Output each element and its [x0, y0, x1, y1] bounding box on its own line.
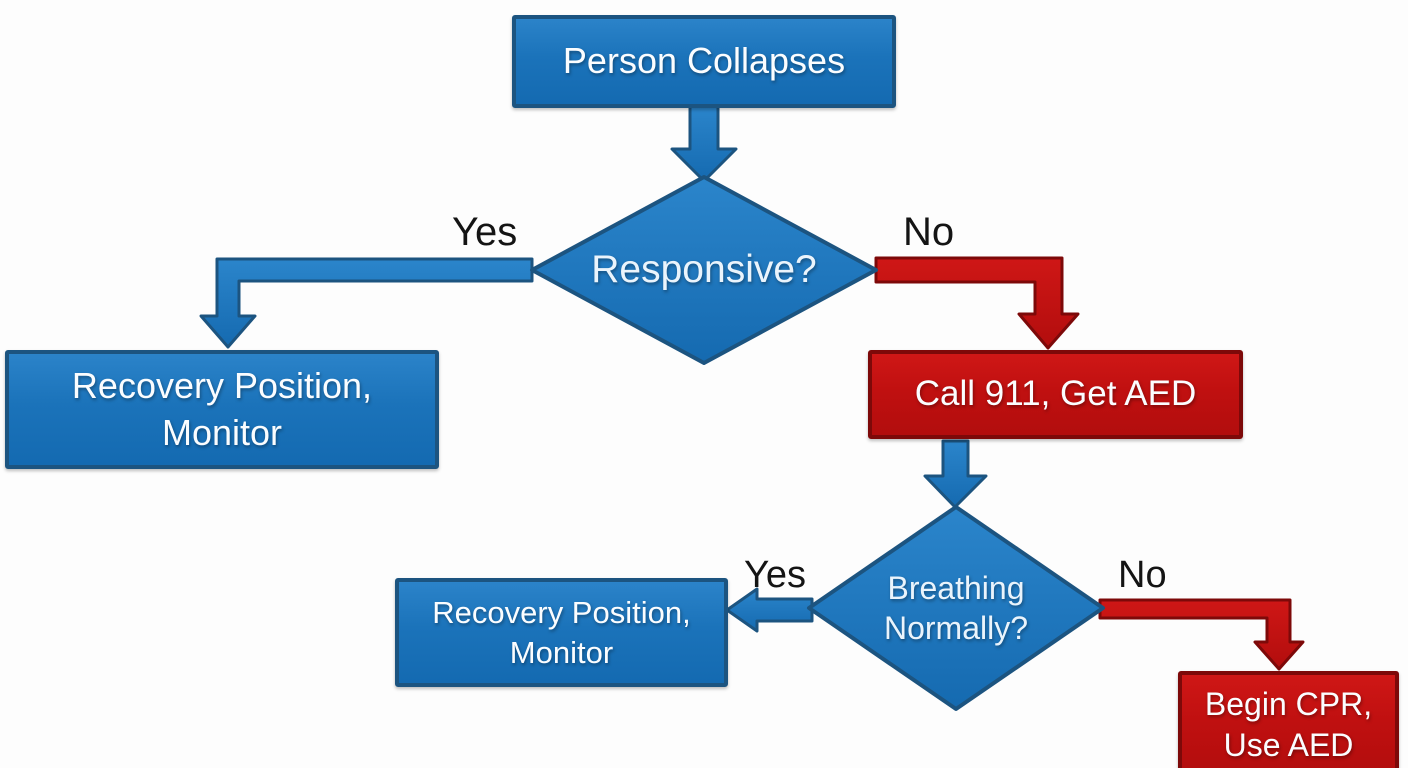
edge-label-responsive-no: No [903, 210, 955, 254]
arrow-breathing-no-icon [1098, 598, 1305, 671]
node-recovery-position-2: Recovery Position, Monitor [395, 578, 728, 687]
decision-breathing-shape [807, 505, 1105, 711]
node-call-911-get-aed: Call 911, Get AED [868, 350, 1243, 439]
node-begin-cpr-use-aed: Begin CPR, Use AED [1178, 671, 1399, 768]
arrow-start-to-responsive-icon [670, 104, 738, 183]
arrow-call911-to-breathing-icon [923, 439, 988, 509]
decision-responsive-shape [530, 175, 878, 365]
node-recovery-position-1: Recovery Position, Monitor [5, 350, 439, 469]
edge-label-breathing-no: No [1118, 554, 1167, 596]
arrow-breathing-yes-icon [725, 587, 814, 633]
arrow-responsive-no-icon [874, 256, 1080, 350]
edge-label-responsive-yes: Yes [452, 210, 518, 254]
arrow-responsive-yes-icon [199, 257, 534, 349]
edge-label-breathing-yes: Yes [744, 554, 806, 596]
node-person-collapses: Person Collapses [512, 15, 896, 108]
